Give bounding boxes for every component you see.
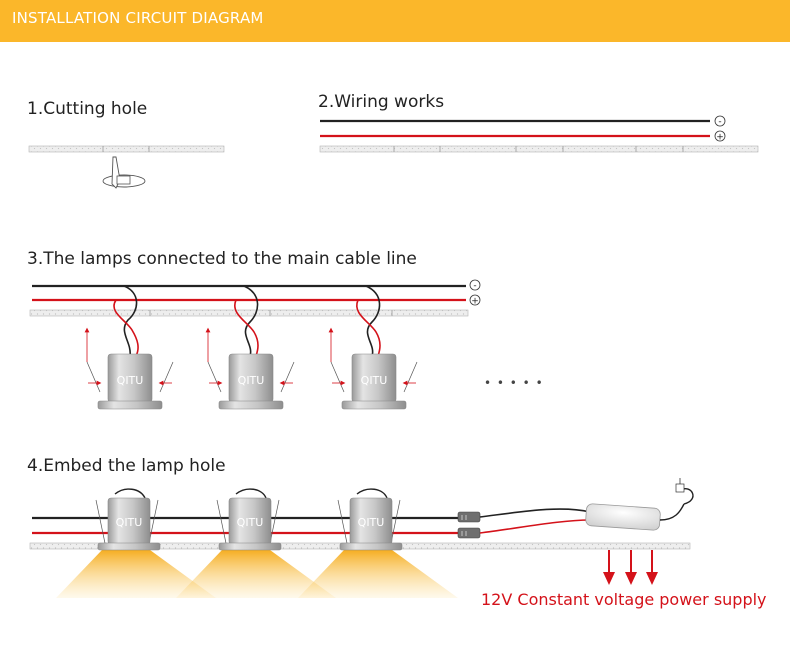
embedded-lamp-1: QITU (95, 488, 161, 551)
lamp-brand-label: QITU (361, 374, 388, 387)
lamp-3: QITU (328, 285, 418, 410)
lamp-2: QITU (205, 285, 295, 410)
step-1-title: 1.Cutting hole (27, 99, 148, 119)
wire-connector-icon (457, 511, 481, 539)
light-beam (56, 550, 216, 598)
embedded-lamp-3: QITU (337, 488, 403, 551)
negative-sign: - (718, 117, 721, 127)
step-2-title: 2.Wiring works (318, 92, 445, 112)
ceiling-board (29, 309, 469, 317)
lamp-brand-label: QITU (116, 516, 143, 529)
step-3-illustration: - + QITU (29, 279, 544, 410)
step-2-illustration: - + (319, 115, 759, 153)
power-plug-icon (675, 478, 694, 505)
page-title: INSTALLATION CIRCUIT DIAGRAM (12, 9, 264, 27)
lamp-brand-label: QITU (117, 374, 144, 387)
light-beam (176, 550, 336, 598)
negative-sign: - (473, 281, 476, 291)
positive-terminal-icon: + (714, 130, 726, 143)
light-beam (298, 550, 458, 598)
red-arrows-icon (603, 550, 658, 585)
step-3-title: 3.The lamps connected to the main cable … (27, 249, 417, 269)
hole-saw-icon (102, 156, 146, 189)
power-supply-icon (585, 503, 661, 531)
lamp-brand-label: QITU (358, 516, 385, 529)
negative-terminal-icon: - (714, 115, 726, 127)
power-supply-label: 12V Constant voltage power supply (481, 590, 767, 609)
continuation-dots: • • • • • (484, 376, 544, 390)
lamp-brand-label: QITU (238, 374, 265, 387)
embedded-lamp-2: QITU (216, 488, 282, 551)
step-4-title: 4.Embed the lamp hole (27, 456, 226, 476)
header-bar: INSTALLATION CIRCUIT DIAGRAM (0, 0, 790, 42)
ceiling-board (319, 145, 759, 153)
lamp-1: QITU (84, 285, 174, 410)
ceiling-board (28, 145, 225, 153)
positive-sign: + (716, 133, 724, 143)
positive-terminal-icon: + (469, 294, 481, 307)
step-1-illustration (28, 145, 225, 189)
negative-terminal-icon: - (469, 279, 481, 291)
step-4-illustration: QITU QITU QITU (29, 478, 694, 598)
positive-sign: + (471, 297, 479, 307)
lamp-brand-label: QITU (237, 516, 264, 529)
